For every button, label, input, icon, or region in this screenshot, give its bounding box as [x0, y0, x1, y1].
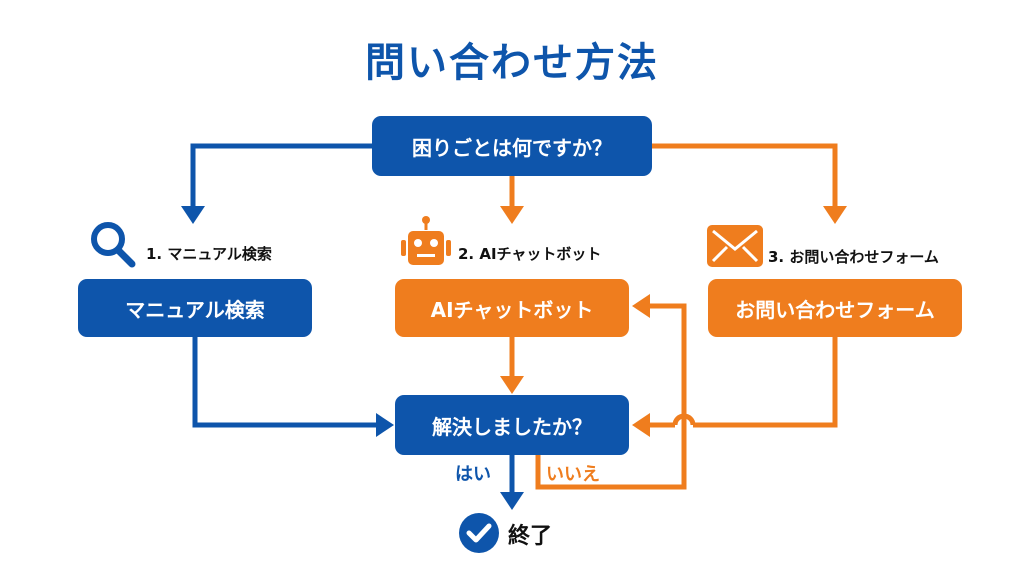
check-circle-icon	[459, 513, 499, 553]
option-label-manual: 1. マニュアル検索	[146, 245, 272, 263]
edge-start-form	[652, 143, 838, 210]
robot-icon	[401, 216, 451, 265]
node-start: 困りごとは何ですか？	[372, 116, 652, 176]
arrowhead	[376, 413, 394, 437]
option-label-chatbot: 2. AIチャットボット	[458, 245, 602, 263]
arrowhead	[500, 376, 524, 394]
arrowhead	[181, 206, 205, 224]
node-chatbot: AIチャットボット	[395, 279, 629, 337]
node-manual: マニュアル検索	[78, 279, 312, 337]
arrowhead	[500, 492, 524, 510]
edge-form-resolved	[693, 336, 838, 428]
edge-start-manual	[190, 143, 372, 210]
search-icon	[91, 222, 136, 268]
edge-manual-resolved	[192, 336, 380, 428]
arrowhead	[632, 413, 650, 437]
node-form: お問い合わせフォーム	[708, 279, 962, 337]
arrowhead	[632, 294, 650, 318]
edge-label-no: いいえ	[546, 464, 600, 485]
diagram-title: 問い合わせ方法	[365, 40, 659, 86]
arrowhead	[500, 206, 524, 224]
option-label-form: 3. お問い合わせフォーム	[768, 248, 939, 266]
node-resolved: 解決しましたか？	[395, 395, 629, 455]
envelope-icon	[707, 225, 763, 267]
edge-label-yes: はい	[455, 464, 491, 485]
node-end: 終了	[508, 524, 553, 549]
arrowhead	[823, 206, 847, 224]
edge-no-loop	[535, 303, 687, 490]
